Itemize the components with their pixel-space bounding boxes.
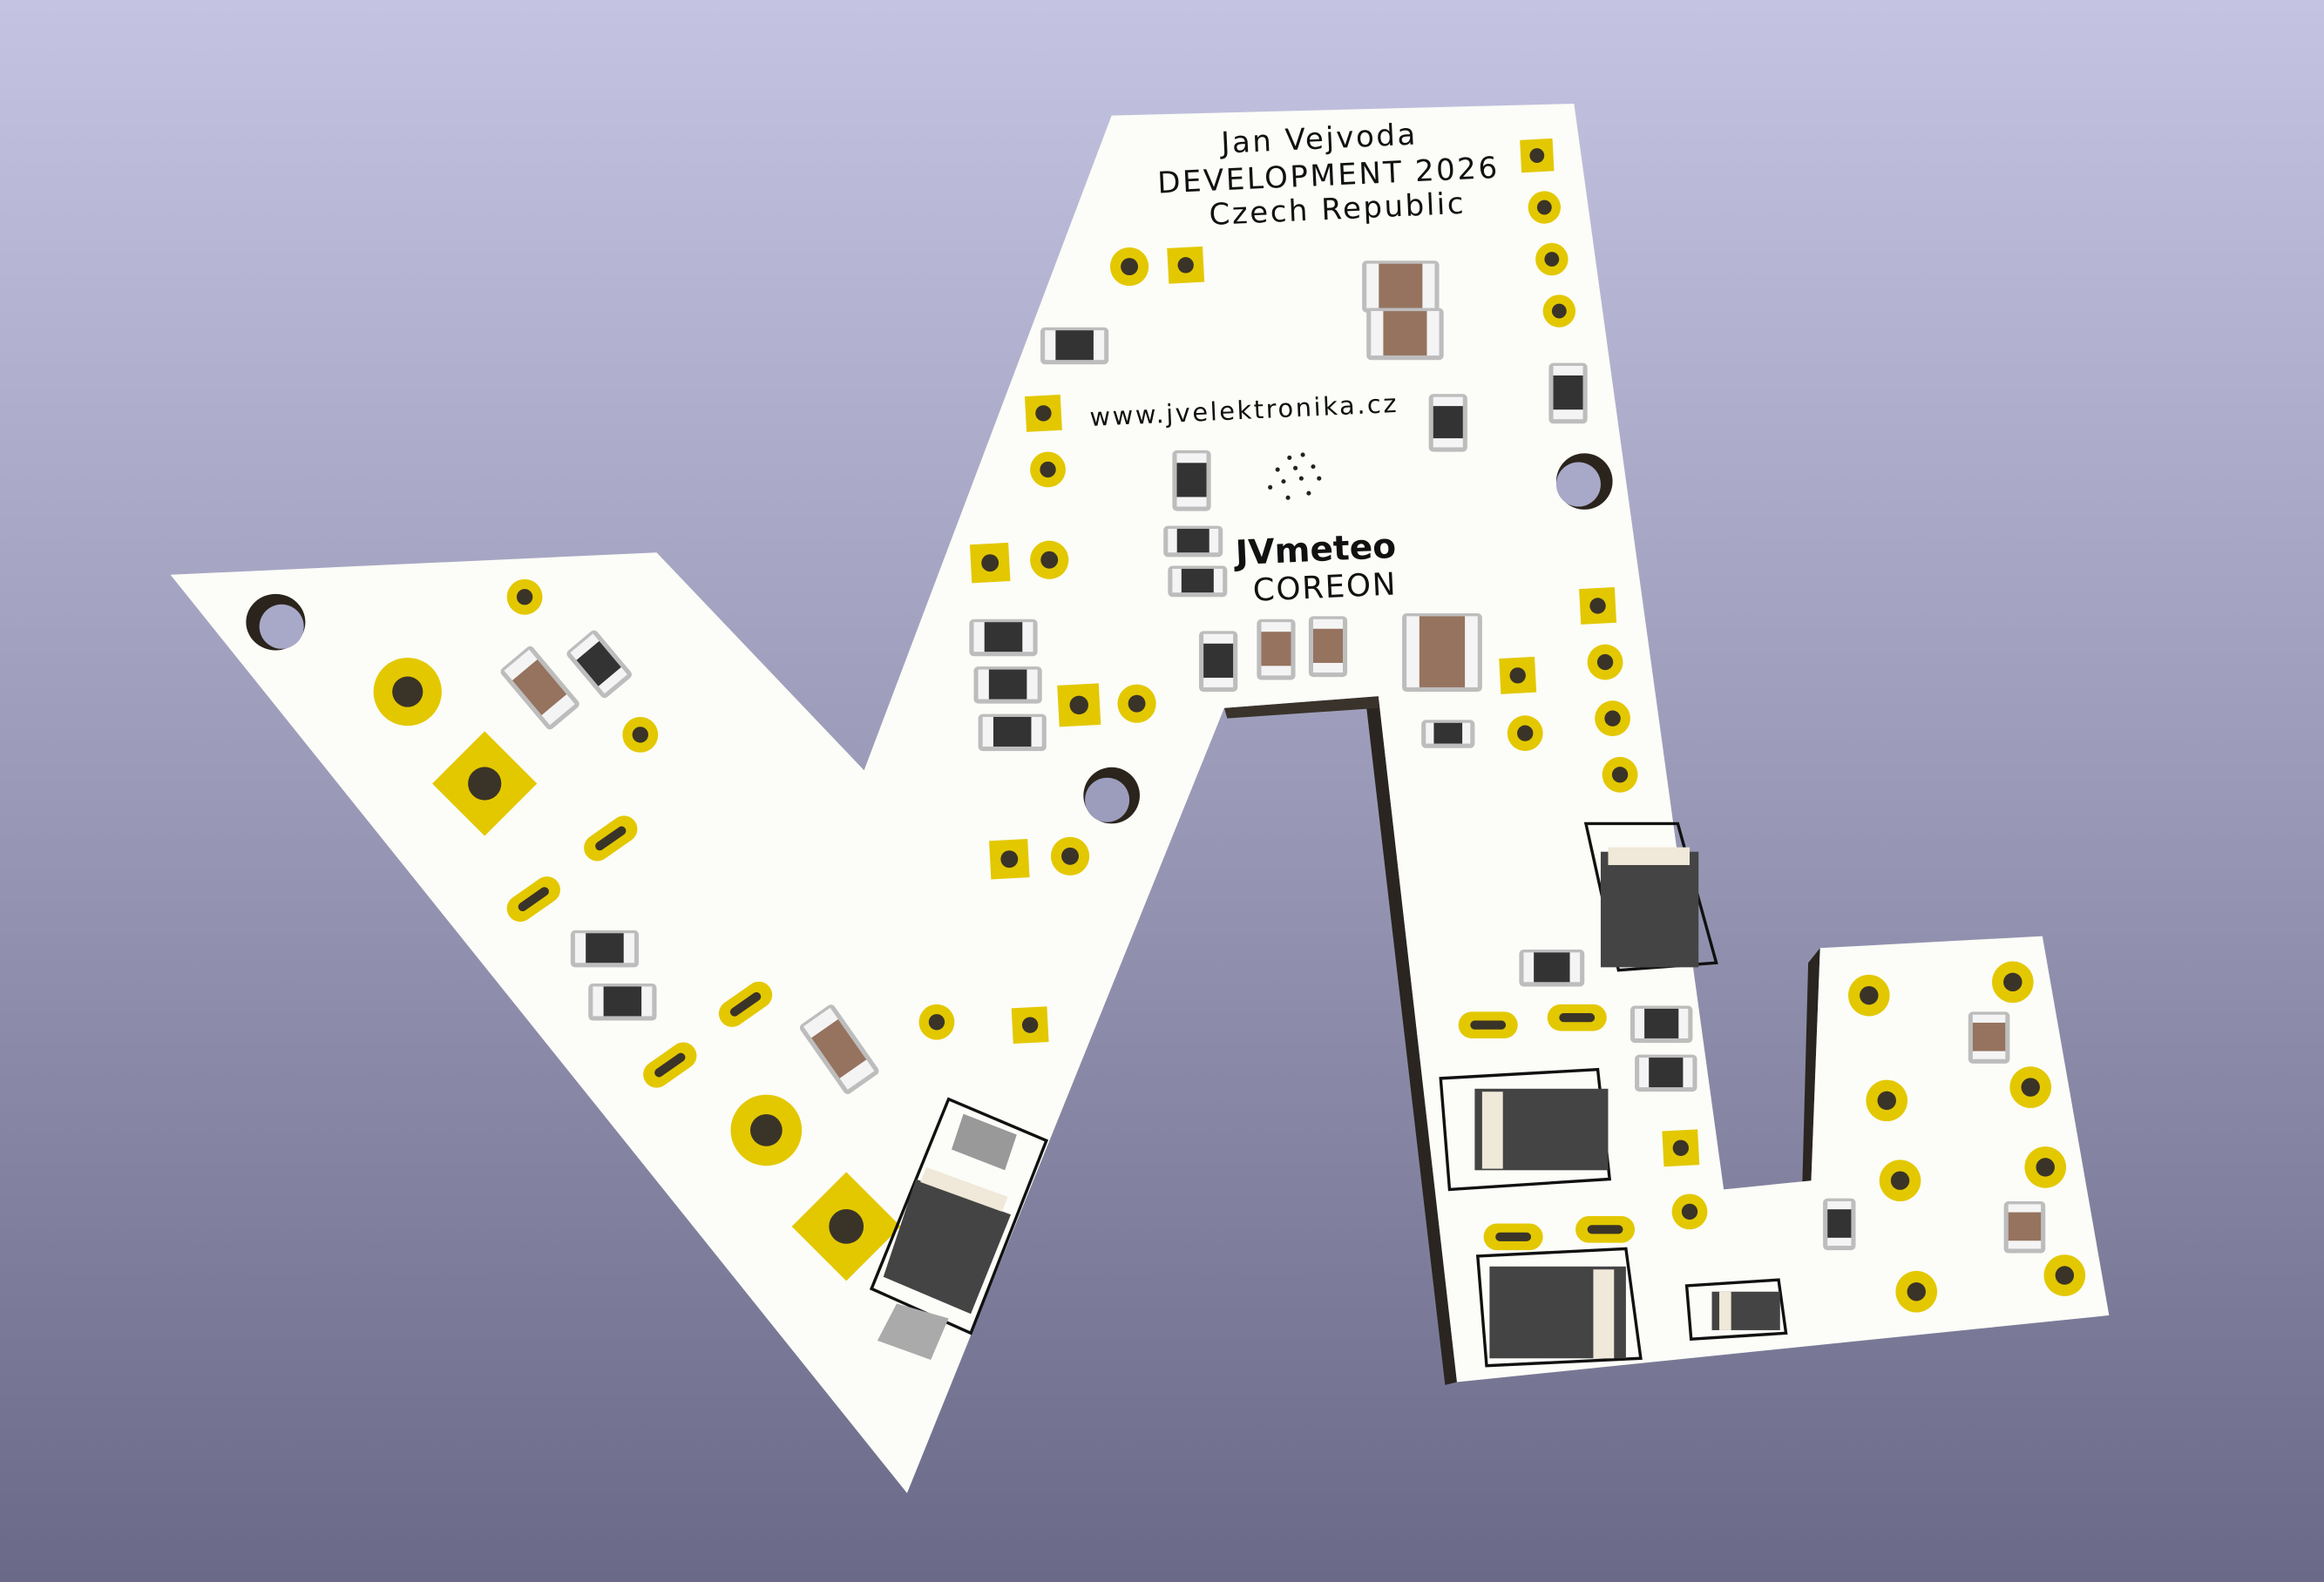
- silkscreen-product: COREON: [1252, 566, 1398, 608]
- smd-capacitor: [2003, 1201, 2046, 1254]
- through-hole-pad: [1011, 1006, 1049, 1045]
- through-hole-pad: [1109, 247, 1149, 287]
- smd-capacitor: [1366, 308, 1444, 361]
- smd-resistor: [570, 930, 640, 968]
- oval-pad: [1575, 1216, 1636, 1243]
- smd-capacitor: [1257, 619, 1296, 680]
- through-hole-pad: [1662, 1129, 1700, 1167]
- through-hole-pad: [506, 578, 543, 615]
- pcb-board[interactable]: [170, 104, 2110, 1493]
- smd-resistor: [566, 630, 632, 699]
- through-hole-pad: [432, 731, 538, 836]
- oval-pad: [718, 981, 773, 1027]
- smd-resistor: [588, 984, 657, 1021]
- smd-resistor: [1428, 394, 1467, 452]
- through-hole-pad: [1595, 700, 1630, 737]
- smd-resistor: [1823, 1198, 1856, 1251]
- oval-pad: [643, 1042, 697, 1088]
- through-hole-pad: [969, 542, 1011, 584]
- through-hole-pad: [1030, 540, 1069, 579]
- through-hole-pad: [1057, 683, 1101, 727]
- smd-capacitor: [1402, 612, 1482, 693]
- smd-resistor: [978, 713, 1047, 752]
- through-hole-pad: [1030, 451, 1066, 488]
- smd-capacitor: [1362, 260, 1440, 313]
- through-hole-pad: [622, 716, 659, 753]
- through-hole-pad: [730, 1094, 803, 1166]
- smd-resistor: [1635, 1054, 1697, 1092]
- through-hole-pad: [1050, 836, 1090, 876]
- smd-resistor: [1168, 565, 1228, 598]
- through-hole-pad: [1528, 191, 1562, 224]
- oval-pad: [1547, 1004, 1607, 1031]
- through-hole-pad: [1579, 587, 1617, 625]
- smd-capacitor: [1308, 616, 1348, 678]
- through-hole-pad: [1602, 756, 1638, 793]
- through-hole-pad: [1895, 1270, 1938, 1313]
- through-hole-pad: [1542, 294, 1576, 328]
- silkscreen-brand: JVmeteo: [1232, 527, 1397, 573]
- smd-resistor: [1163, 525, 1223, 558]
- through-hole-pad: [1587, 644, 1623, 680]
- smd-resistor: [1519, 949, 1585, 987]
- board-edge-shadow: [1223, 696, 1820, 1385]
- through-hole-pad: [1535, 242, 1569, 276]
- mounting-holes: [246, 453, 1613, 824]
- through-hole-pad: [2009, 1066, 2052, 1108]
- through-hole-pad: [2043, 1254, 2086, 1296]
- through-hole-pad: [918, 1004, 955, 1040]
- through-hole-pad: [1507, 715, 1543, 752]
- through-hole-pads: [373, 138, 2086, 1313]
- through-hole-pad: [1671, 1193, 1708, 1230]
- smd-resistor: [1199, 631, 1238, 693]
- smd-resistor: [969, 619, 1038, 657]
- smd-resistor: [1172, 450, 1211, 511]
- through-hole-pad: [1024, 394, 1062, 432]
- oval-pad: [1483, 1223, 1543, 1251]
- through-hole-pad: [791, 1172, 901, 1281]
- through-hole-pad: [1499, 656, 1537, 694]
- smd-resistor: [1421, 720, 1475, 748]
- smd-resistor: [1548, 362, 1588, 424]
- through-hole-pad: [373, 657, 442, 727]
- smd-resistor: [973, 666, 1042, 704]
- smd-resistor: [1040, 327, 1109, 365]
- smd-capacitor: [799, 1004, 879, 1094]
- through-hole-pad: [989, 838, 1030, 880]
- oval-pad: [584, 815, 638, 862]
- through-hole-pad: [1117, 684, 1156, 723]
- smd-resistor: [1630, 1005, 1693, 1044]
- through-hole-pad: [1848, 974, 1890, 1017]
- through-hole-pad: [1992, 961, 2034, 1004]
- oval-pad: [1458, 1011, 1518, 1038]
- through-hole-pad: [1520, 138, 1555, 173]
- through-hole-pad: [1879, 1159, 1921, 1202]
- oval-pad: [506, 876, 560, 923]
- smd-capacitor: [1968, 1011, 2010, 1064]
- power-diodes: [877, 847, 1780, 1360]
- through-hole-pad: [1866, 1079, 1908, 1122]
- fiducial-pattern: [1268, 452, 1322, 500]
- through-hole-pad: [2024, 1146, 2067, 1188]
- smd-capacitor: [500, 646, 579, 730]
- through-hole-pad: [1167, 246, 1205, 284]
- smd-components: [500, 260, 2046, 1254]
